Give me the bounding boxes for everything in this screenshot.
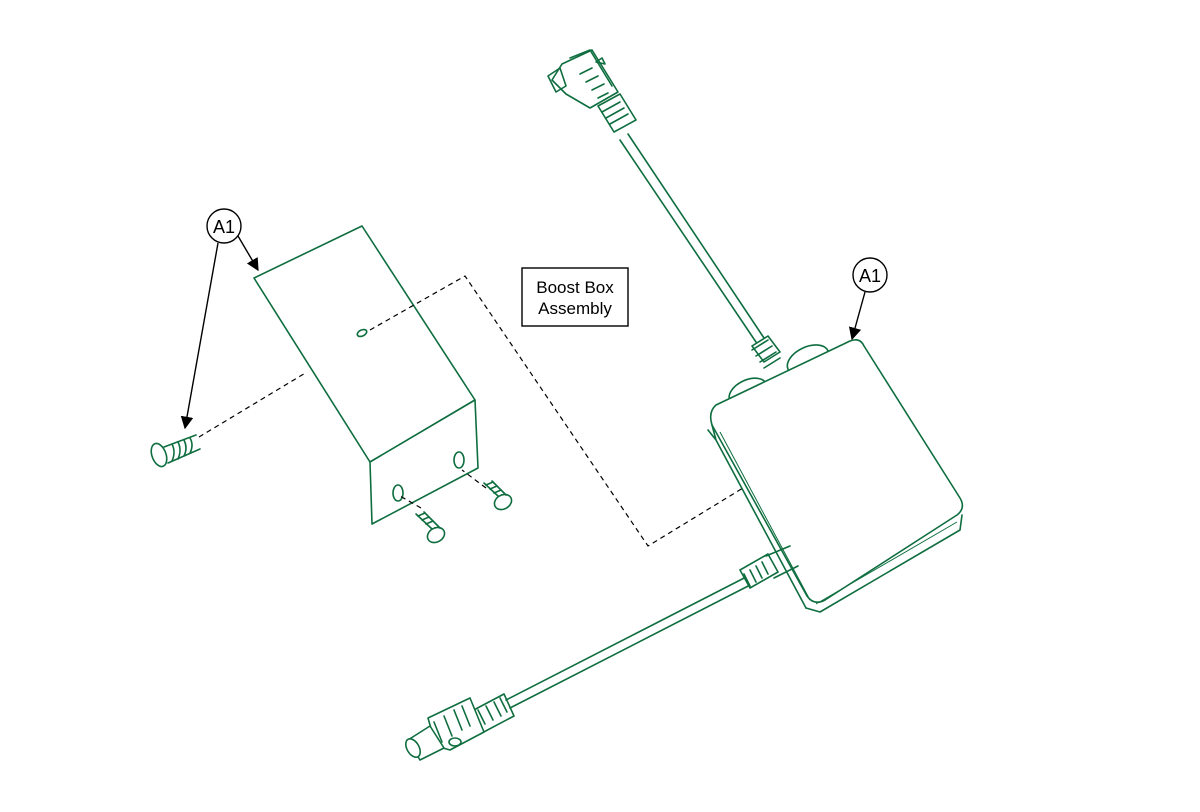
- callout-a1-left: A1: [180, 208, 259, 430]
- lower-screw-right: [483, 480, 513, 511]
- callout-label: A1: [859, 266, 881, 286]
- upper-plug: [547, 49, 619, 109]
- lower-screw-left: [415, 511, 446, 544]
- lower-plug: [404, 697, 485, 761]
- callout-label: A1: [213, 217, 235, 237]
- title-line-1: Boost Box: [536, 278, 614, 297]
- callout-a1-right: A1: [848, 257, 888, 341]
- mounting-bracket: [253, 225, 479, 525]
- dashed-assembly-lines: [198, 275, 744, 547]
- lower-cable: [469, 545, 799, 735]
- upper-cable: [597, 93, 781, 369]
- bracket-screw: [150, 434, 201, 468]
- boost-box: [707, 339, 964, 613]
- title-line-2: Assembly: [538, 299, 612, 318]
- assembly-title-box: Boost Box Assembly: [521, 267, 629, 327]
